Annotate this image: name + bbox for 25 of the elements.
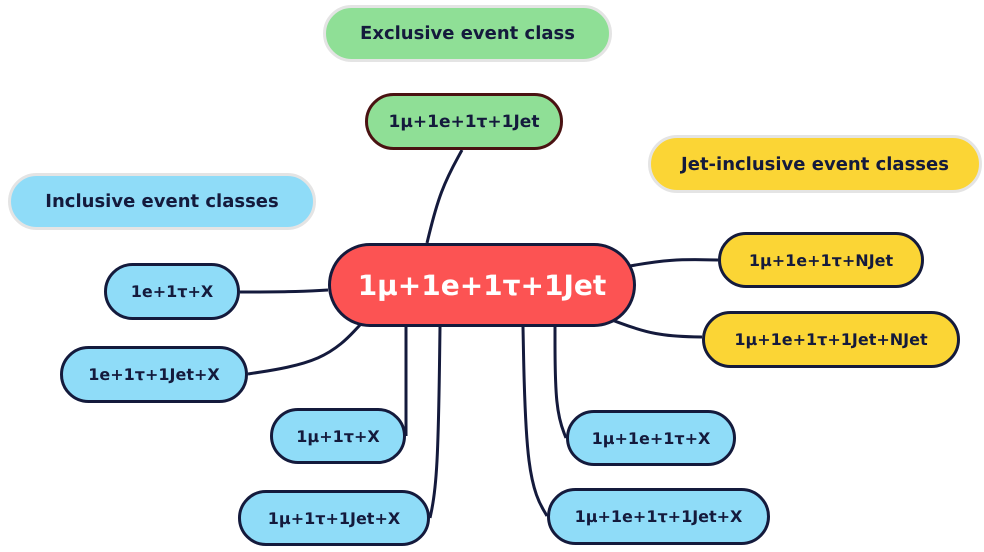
connector-line (611, 318, 702, 338)
node-label: 1e+1τ+X (130, 282, 214, 301)
event-class-pill (566, 410, 736, 466)
connector-line (248, 324, 362, 376)
node-label: 1μ+1e+1τ+X (592, 428, 710, 448)
node-label: 1μ+1e+1τ+1Jet (388, 112, 540, 132)
connector-line (426, 149, 464, 244)
node-label: 1μ+1e+1τ+1Jet+X (574, 507, 742, 526)
connector-line (554, 327, 568, 439)
node-label: 1μ+1e+1τ+1Jet (358, 268, 606, 302)
connector-line (630, 258, 718, 268)
node-label: 1μ+1e+1τ+NJet (748, 250, 894, 270)
node-label: 1μ+1e+1τ+1Jet+NJet (734, 330, 928, 349)
node-label: Inclusive event classes (45, 191, 279, 212)
node-label: 1μ+1τ+X (296, 426, 380, 446)
connector-line (404, 327, 408, 436)
event-class-pill (238, 490, 430, 546)
connector-line (240, 288, 328, 294)
node-label: 1e+1τ+1Jet+X (88, 365, 220, 384)
connector-line (522, 326, 548, 517)
node-label: 1μ+1τ+1Jet+X (268, 508, 400, 528)
connector-line (428, 326, 442, 518)
event-class-pill (270, 408, 406, 464)
node-label: Exclusive event class (360, 23, 575, 44)
node-label: Jet-inclusive event classes (681, 154, 949, 174)
